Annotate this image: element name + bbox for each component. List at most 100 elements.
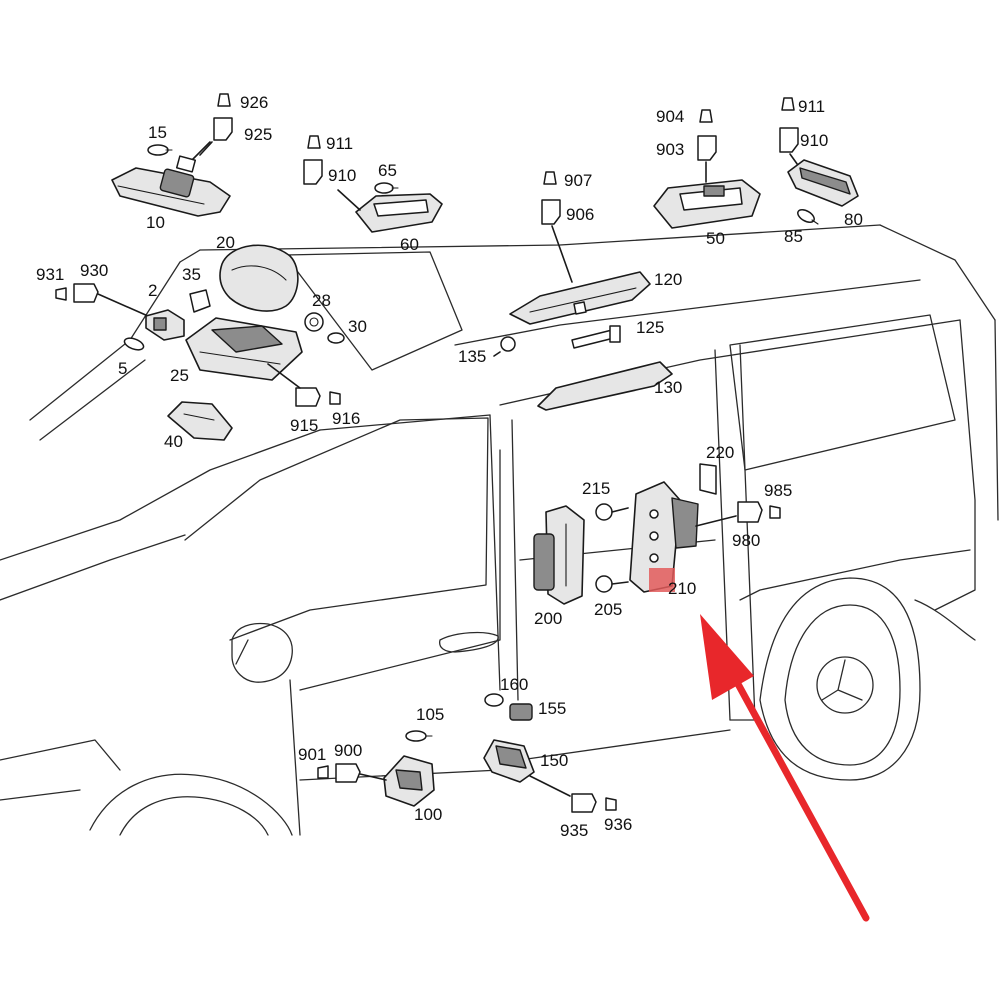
- label-935: 935: [560, 821, 588, 840]
- label-150: 150: [540, 751, 568, 770]
- label-903: 903: [656, 140, 684, 159]
- label-901: 901: [298, 745, 326, 764]
- label-40: 40: [164, 432, 183, 451]
- label-60: 60: [400, 235, 419, 254]
- part-935-connector: [571, 793, 597, 813]
- label-931: 931: [36, 265, 64, 284]
- label-20: 20: [216, 233, 235, 252]
- part-10-front-interior-lamp: [111, 141, 231, 217]
- label-28: 28: [312, 291, 331, 310]
- part-2-switch: [145, 309, 185, 341]
- part-105-bulb: [405, 730, 433, 742]
- part-900-connector: [335, 763, 387, 783]
- part-5-bulb: [123, 337, 145, 351]
- label-200: 200: [534, 609, 562, 628]
- label-215: 215: [582, 479, 610, 498]
- label-15: 15: [148, 123, 167, 142]
- part-931-terminal: [55, 287, 67, 301]
- label-120: 120: [654, 270, 682, 289]
- highlight-box: [649, 568, 675, 592]
- part-50-interior-lamp: [653, 179, 761, 229]
- label-205: 205: [594, 600, 622, 619]
- part-925-connector: [199, 117, 233, 156]
- part-936-terminal: [605, 797, 617, 811]
- part-205-screw: [595, 575, 629, 593]
- callout-labels: 926 925 15 10 911 910 65 60 907 906 904 …: [36, 93, 863, 840]
- part-100-step-lamp: [383, 755, 435, 807]
- label-220: 220: [706, 443, 734, 462]
- label-2: 2: [148, 281, 157, 300]
- part-155-socket: [509, 703, 533, 721]
- label-100: 100: [414, 805, 442, 824]
- label-911a: 911: [326, 134, 353, 153]
- label-910b: 910: [800, 131, 828, 150]
- label-135: 135: [458, 347, 486, 366]
- highlight-arrow: [700, 614, 870, 922]
- label-130: 130: [654, 378, 682, 397]
- part-30-bulb: [327, 332, 345, 344]
- part-980-connector: [737, 501, 763, 523]
- part-906-connector: [541, 199, 573, 283]
- label-930: 930: [80, 261, 108, 280]
- label-985: 985: [764, 481, 792, 500]
- part-135-screw: [493, 336, 516, 357]
- part-200-handle: [533, 505, 585, 605]
- part-80-lamp: [787, 159, 859, 207]
- label-25: 25: [170, 366, 189, 385]
- label-910a: 910: [328, 166, 356, 185]
- label-915: 915: [290, 416, 318, 435]
- label-980: 980: [732, 531, 760, 550]
- part-125-bolt: [571, 325, 621, 349]
- part-130-trim: [537, 361, 673, 411]
- label-35: 35: [182, 265, 201, 284]
- label-900: 900: [334, 741, 362, 760]
- label-5: 5: [118, 359, 127, 378]
- part-35-clip: [189, 289, 211, 313]
- part-160-bulb: [484, 693, 504, 707]
- part-20-cover: [219, 244, 299, 312]
- part-85-bulb: [797, 209, 819, 225]
- part-215-screw: [595, 503, 629, 521]
- label-105: 105: [416, 705, 444, 724]
- part-15-bulb: [147, 144, 173, 156]
- label-80: 80: [844, 210, 863, 229]
- part-915-connector: [267, 363, 321, 407]
- label-926: 926: [240, 93, 268, 112]
- part-916-terminal: [329, 391, 341, 405]
- label-65: 65: [378, 161, 397, 180]
- label-210: 210: [668, 579, 696, 598]
- part-985-terminal: [769, 505, 781, 519]
- label-907: 907: [564, 171, 592, 190]
- part-40-lamp: [167, 401, 233, 441]
- part-150-lamp: [483, 739, 571, 797]
- part-910b-connector: [779, 127, 801, 169]
- label-925: 925: [244, 125, 272, 144]
- label-916: 916: [332, 409, 360, 428]
- label-906: 906: [566, 205, 594, 224]
- part-210-switch-module: [629, 481, 737, 593]
- label-10: 10: [146, 213, 165, 232]
- label-85: 85: [784, 227, 803, 246]
- label-30: 30: [348, 317, 367, 336]
- part-907-terminal: [543, 171, 557, 185]
- part-60-reading-lamp: [337, 189, 443, 233]
- part-901-terminal: [317, 765, 329, 779]
- part-28-socket: [304, 312, 324, 332]
- part-220-clip: [699, 463, 717, 495]
- label-904: 904: [656, 107, 684, 126]
- part-903-connector: [697, 135, 717, 183]
- label-125: 125: [636, 318, 664, 337]
- part-25-control-unit: [185, 317, 303, 381]
- part-911b-terminal: [781, 97, 795, 111]
- label-936: 936: [604, 815, 632, 834]
- label-911b: 911: [798, 97, 825, 116]
- part-904-terminal: [699, 109, 713, 123]
- part-926-terminal: [217, 93, 231, 107]
- part-120-rail-lamp: [509, 271, 651, 325]
- part-65-bulb: [374, 182, 399, 194]
- label-160: 160: [500, 675, 528, 694]
- part-930-connector: [73, 283, 149, 317]
- label-155: 155: [538, 699, 566, 718]
